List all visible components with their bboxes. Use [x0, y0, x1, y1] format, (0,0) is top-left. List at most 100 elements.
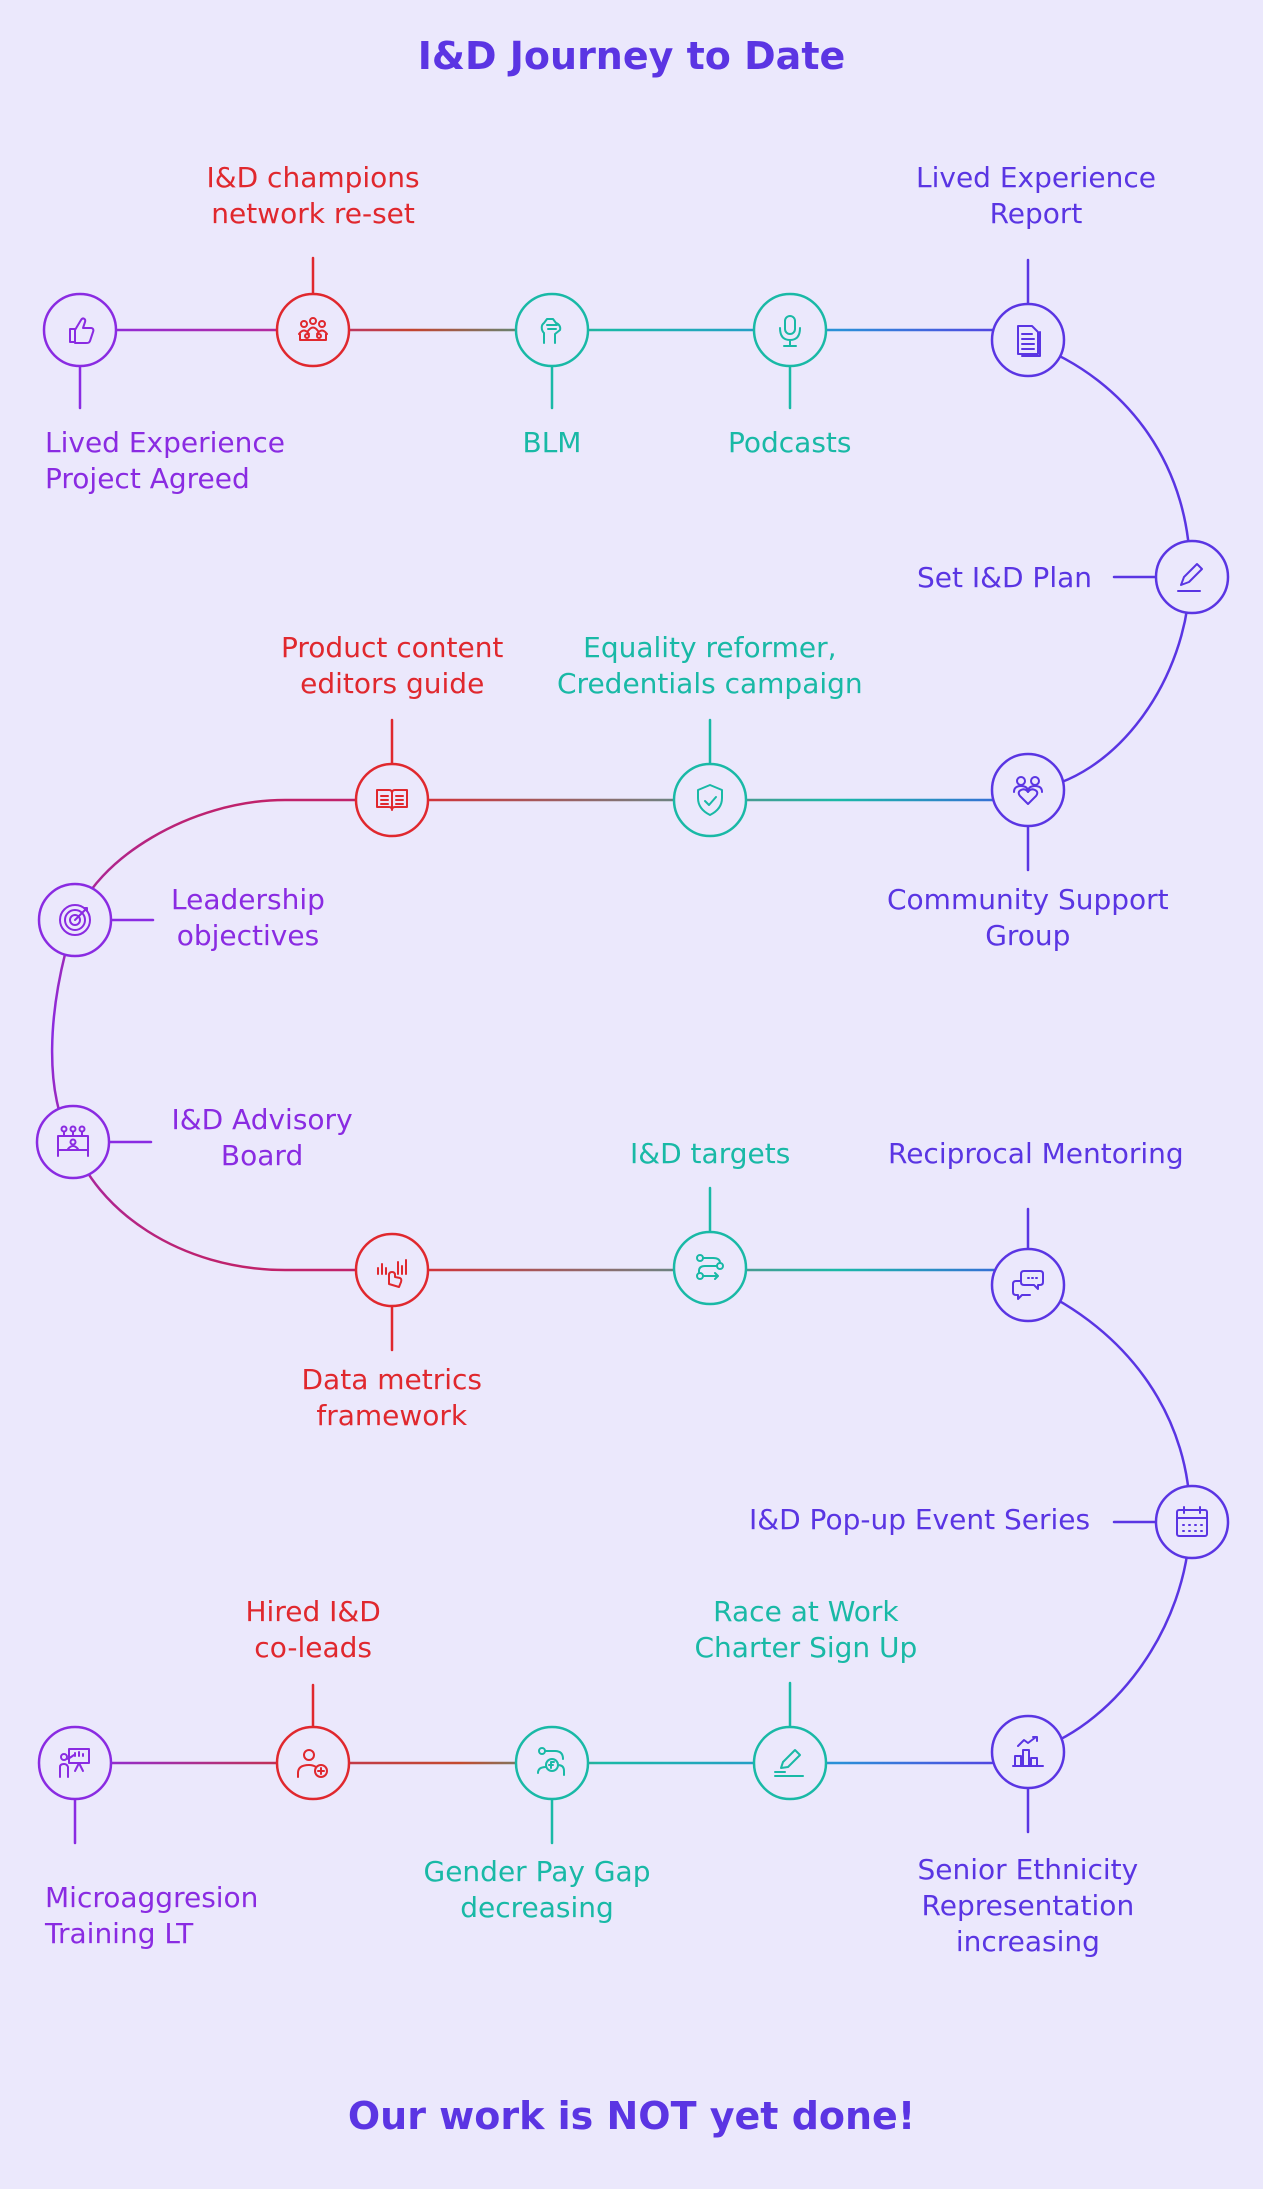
milestone-node-leadership-objectives — [37, 882, 155, 958]
milestone-circle — [672, 1230, 748, 1306]
milestone-node-reciprocal-mentoring — [990, 1207, 1066, 1323]
milestone-label-line: Training LT — [45, 1917, 194, 1950]
milestone-label-line: Board — [220, 1139, 304, 1172]
milestone-label-line: I&D Pop-up Event Series — [749, 1503, 1091, 1536]
route-icon — [696, 1254, 724, 1280]
milestone-node-lived-experience-report — [990, 258, 1066, 378]
milestone-node-equality-reformer — [672, 718, 748, 838]
milestone-label-set-plan: Set I&D Plan — [917, 560, 1092, 596]
milestone-label-line: objectives — [176, 919, 320, 952]
milestone-circle — [354, 1232, 430, 1308]
shield-check-icon — [697, 784, 723, 816]
milestone-label-line: Senior Ethnicity — [917, 1853, 1139, 1886]
pay-route-icon — [537, 1747, 565, 1776]
milestone-node-blm — [514, 292, 590, 410]
milestone-label-line: I&D champions — [206, 161, 420, 194]
milestone-label-reciprocal-mentoring: Reciprocal Mentoring — [888, 1136, 1184, 1172]
milestone-node-lived-experience-project — [42, 292, 118, 410]
milestone-circle — [42, 292, 118, 368]
milestone-label-line: Lived Experience — [916, 161, 1156, 194]
document-icon — [1017, 325, 1041, 357]
milestone-node-advisory-board — [35, 1104, 153, 1180]
board-meeting-icon — [57, 1125, 89, 1157]
chat-bubbles-icon — [1012, 1270, 1044, 1300]
milestone-label-line: Podcasts — [728, 426, 852, 459]
milestone-label-line: Credentials campaign — [557, 667, 863, 700]
milestone-label-line: Data metrics — [301, 1363, 483, 1396]
milestone-circle — [752, 292, 828, 368]
milestone-label-line: co-leads — [254, 1631, 372, 1664]
milestone-node-targets — [672, 1186, 748, 1306]
milestone-node-editors-guide — [354, 718, 430, 838]
thumbs-up-icon — [69, 317, 95, 344]
microphone-icon — [779, 315, 801, 347]
milestone-label-line: increasing — [955, 1925, 1100, 1958]
milestone-label-line: framework — [316, 1399, 468, 1432]
community-heart-icon — [1013, 776, 1043, 805]
milestone-label-line: editors guide — [300, 667, 485, 700]
milestone-node-podcasts — [752, 292, 828, 410]
milestone-label-line: Report — [989, 197, 1083, 230]
milestone-label-line: Hired I&D — [245, 1595, 381, 1628]
milestone-circle — [1154, 1484, 1230, 1560]
person-add-icon — [297, 1749, 328, 1778]
milestone-circle — [35, 1104, 111, 1180]
milestone-node-popup-events — [1112, 1484, 1230, 1560]
milestone-node-microaggression-training — [37, 1725, 113, 1845]
bar-growth-icon — [1012, 1736, 1044, 1767]
touch-chart-icon — [377, 1259, 407, 1288]
milestone-label-line: Reciprocal Mentoring — [888, 1137, 1184, 1170]
milestone-label-line: BLM — [522, 426, 582, 459]
milestone-label-equality-reformer: Equality reformer,Credentials campaign — [557, 630, 863, 702]
milestone-label-line: network re-set — [211, 197, 415, 230]
milestone-label-line: Race at Work — [713, 1595, 899, 1628]
milestone-node-hired-coleads — [275, 1683, 351, 1801]
milestone-node-data-metrics — [354, 1232, 430, 1352]
milestone-label-line: I&D targets — [630, 1137, 791, 1170]
milestone-label-line: Charter Sign Up — [694, 1631, 918, 1664]
milestone-node-champions-network — [275, 256, 351, 368]
milestone-node-senior-ethnicity — [990, 1714, 1066, 1834]
milestone-label-blm: BLM — [523, 425, 582, 461]
target-icon — [59, 904, 91, 936]
milestone-label-line: Leadership — [171, 883, 325, 916]
milestone-label-line: Community Support — [887, 883, 1169, 916]
milestone-circle — [1154, 539, 1230, 615]
milestone-label-line: Gender Pay Gap — [423, 1855, 651, 1888]
milestone-label-line: I&D Advisory — [171, 1103, 353, 1136]
milestone-node-set-plan — [1112, 539, 1230, 615]
open-book-icon — [376, 789, 408, 811]
milestone-label-line: Group — [985, 919, 1071, 952]
signature-pen-icon — [774, 1749, 804, 1777]
closing-message: Our work is NOT yet done! — [347, 2094, 916, 2138]
milestone-circle — [275, 1725, 351, 1801]
pen-icon — [1177, 563, 1203, 592]
milestone-circle — [275, 292, 351, 368]
milestone-circle — [672, 762, 748, 838]
presenter-icon — [59, 1748, 90, 1778]
milestone-label-line: Representation — [921, 1889, 1135, 1922]
milestone-label-line: Product content — [281, 631, 504, 664]
milestone-node-gender-pay-gap — [514, 1725, 590, 1845]
milestone-label-line: Equality reformer, — [583, 631, 837, 664]
page-title: I&D Journey to Date — [417, 34, 846, 78]
milestone-label-targets: I&D targets — [630, 1136, 790, 1172]
calendar-icon — [1176, 1506, 1208, 1537]
raised-fist-icon — [540, 318, 562, 344]
milestone-node-community-support — [990, 752, 1066, 872]
milestone-label-podcasts: Podcasts — [728, 425, 852, 461]
milestone-circle — [752, 1725, 828, 1801]
